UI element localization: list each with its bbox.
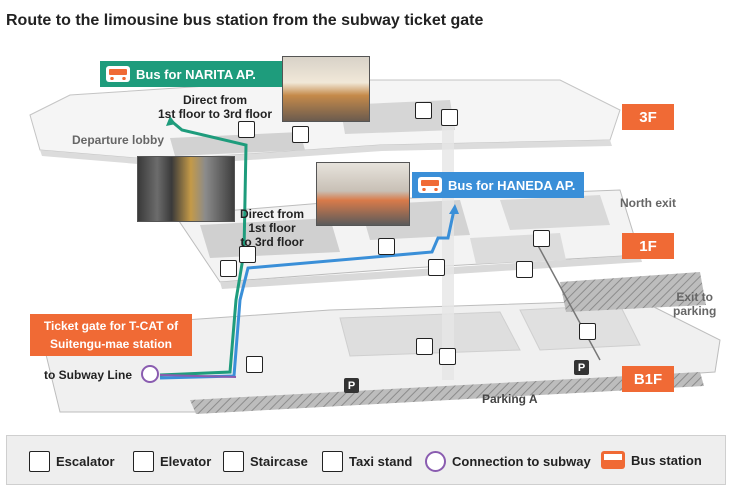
route-subway <box>159 374 237 378</box>
legend-staircase: Staircase <box>223 451 308 472</box>
legend-escalator: Escalator <box>29 451 115 472</box>
floor-1f-tag: 1F <box>622 233 674 259</box>
legend-elevator: Elevator <box>133 451 211 472</box>
parking-icon: P <box>574 360 589 375</box>
escalator-icon <box>533 230 550 247</box>
legend-subway: Connection to subway <box>425 451 591 472</box>
escalator-icon <box>246 356 263 373</box>
subway-connection-icon <box>141 365 159 383</box>
photo-narita-bus-stop <box>282 56 370 122</box>
parking-icon: P <box>344 378 359 393</box>
parking-a-label: Parking A <box>482 392 538 406</box>
taxi-icon <box>516 261 533 278</box>
elevator-icon <box>238 121 255 138</box>
exit-parking-label: Exit to parking <box>673 290 717 318</box>
bus-icon <box>106 66 130 82</box>
legend-taxi: Taxi stand <box>322 451 412 472</box>
ticket-gate-label: Ticket gate for T-CAT of Suitengu-mae st… <box>30 314 192 356</box>
bus-icon <box>418 177 442 193</box>
terminal-map <box>29 79 721 414</box>
escalator-icon <box>29 451 50 472</box>
legend-bus: Bus station <box>601 451 702 469</box>
photo-haneda-bus-stop <box>316 162 410 226</box>
photo-elevator <box>137 156 235 222</box>
elevator-icon <box>239 246 256 263</box>
staircase-icon <box>428 259 445 276</box>
page-title: Route to the limousine bus station from … <box>6 12 484 29</box>
escalator-icon <box>220 260 237 277</box>
staircase-icon <box>415 102 432 119</box>
elevator-icon <box>441 109 458 126</box>
subway-icon <box>425 451 446 472</box>
escalator-icon <box>579 323 596 340</box>
elevator-icon <box>439 348 456 365</box>
north-connector <box>534 239 601 361</box>
legend: Escalator Elevator Staircase Taxi stand … <box>6 435 726 485</box>
staircase-icon <box>416 338 433 355</box>
floor-3f-tag: 3F <box>622 104 674 130</box>
to-subway-label: to Subway Line <box>44 368 133 382</box>
staircase-icon <box>378 238 395 255</box>
escalator-icon <box>292 126 309 143</box>
direct-top-label: Direct from 1st floor to 3rd floor <box>158 93 272 121</box>
bus-icon <box>601 451 625 469</box>
elevator-icon <box>133 451 154 472</box>
bus-narita-label: Bus for NARITA AP. <box>100 61 282 87</box>
direct-mid-label: Direct from 1st floor to 3rd floor <box>239 207 304 249</box>
north-exit-label: North exit <box>620 196 677 210</box>
floor-b1-tag: B1F <box>622 366 674 392</box>
departure-lobby-label: Departure lobby <box>72 133 165 147</box>
staircase-icon <box>223 451 244 472</box>
route-haneda <box>159 209 456 380</box>
taxi-icon <box>322 451 343 472</box>
bus-haneda-label: Bus for HANEDA AP. <box>412 172 584 198</box>
floor-b1-slab <box>39 272 721 414</box>
